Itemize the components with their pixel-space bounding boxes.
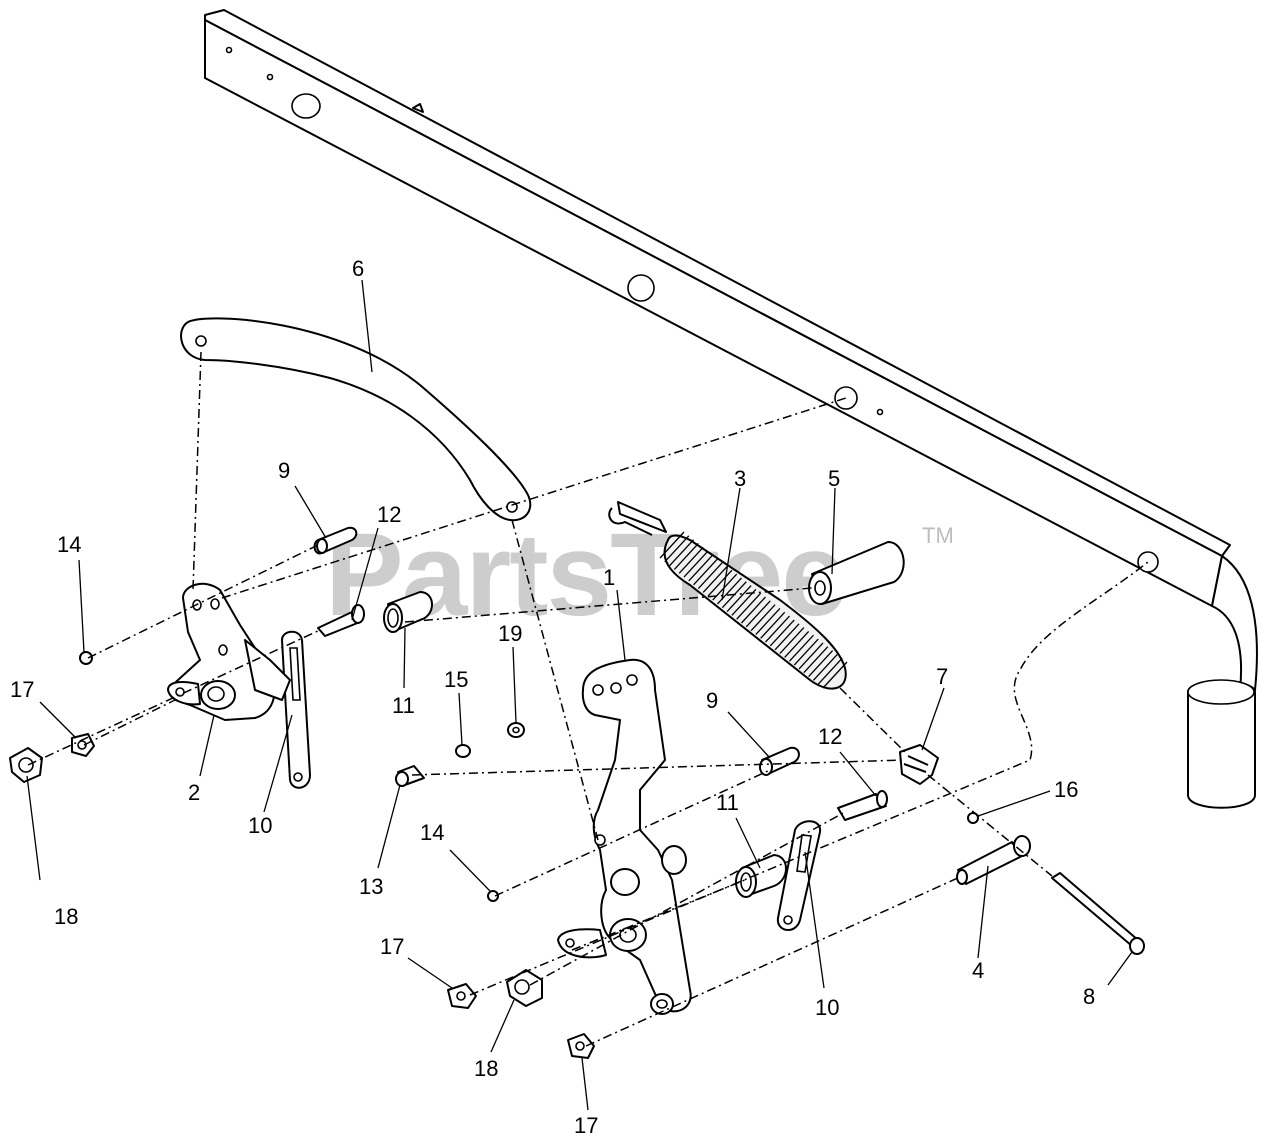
part-5-bushing <box>808 541 905 605</box>
callout-11: 11 <box>392 693 415 718</box>
callout-2: 2 <box>188 780 200 805</box>
leader-lines <box>26 279 1133 1111</box>
part-7-nut <box>899 744 939 785</box>
callout-1: 1 <box>603 565 615 590</box>
callout-11b: 11 <box>716 790 739 815</box>
part-6-link-arm <box>180 317 532 522</box>
callout-12b: 12 <box>818 724 842 749</box>
callout-13: 13 <box>359 874 383 899</box>
callout-7: 7 <box>936 664 948 689</box>
callout-18: 18 <box>54 904 78 929</box>
hardware-right <box>447 746 1145 1059</box>
callout-6: 6 <box>352 256 364 281</box>
assembly-lines <box>27 351 1149 1047</box>
callout-14: 14 <box>57 532 81 557</box>
callout-17b: 17 <box>380 934 404 959</box>
callout-9b: 9 <box>706 688 718 713</box>
hardware-left <box>9 526 525 787</box>
callout-15: 15 <box>444 667 468 692</box>
callout-12: 12 <box>377 502 401 527</box>
frame-bar <box>204 9 1258 809</box>
callout-10: 10 <box>248 813 272 838</box>
callout-19: 19 <box>498 621 522 646</box>
callout-4: 4 <box>972 958 984 983</box>
callout-18b: 18 <box>474 1056 498 1081</box>
callout-17: 17 <box>10 677 34 702</box>
part-3-spring <box>608 501 848 690</box>
callout-9: 9 <box>278 458 290 483</box>
part-1-bracket <box>557 658 692 1015</box>
callouts: 6 9 12 14 17 2 10 11 18 15 19 13 3 5 1 7… <box>10 256 1095 1138</box>
callout-17c: 17 <box>574 1113 598 1138</box>
callout-16: 16 <box>1054 777 1078 802</box>
callout-14b: 14 <box>420 820 444 845</box>
callout-5: 5 <box>828 466 840 491</box>
part-2-bracket <box>167 582 311 789</box>
callout-8: 8 <box>1083 984 1095 1009</box>
watermark-trademark: TM <box>922 523 954 548</box>
callout-3: 3 <box>734 466 746 491</box>
callout-10b: 10 <box>815 995 839 1020</box>
